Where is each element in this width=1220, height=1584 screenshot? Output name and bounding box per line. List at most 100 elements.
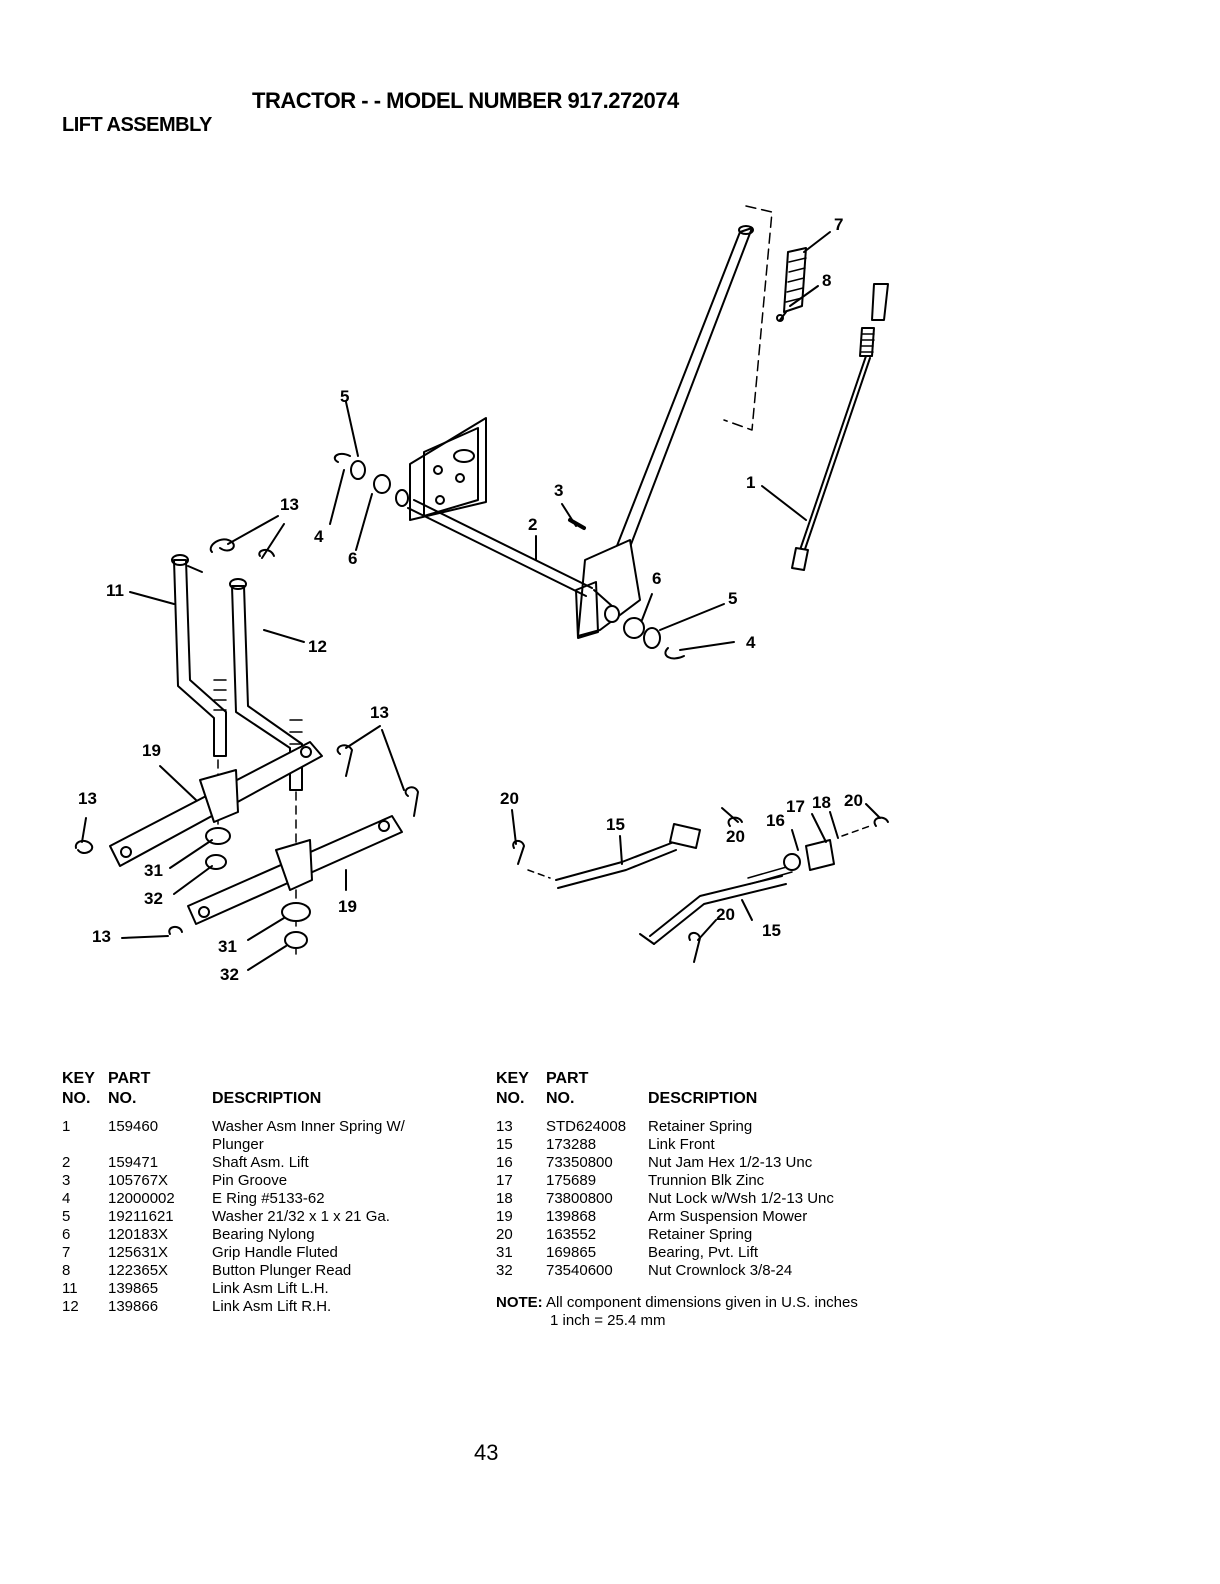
part-key: 13 [496,1118,513,1135]
callout-5: 5 [340,387,349,406]
col-key-header: KEY [62,1070,95,1087]
col-key-header-r2: NO. [496,1090,525,1107]
callout-13b: 13 [370,703,389,722]
arm-suspension-upper [109,741,323,867]
part-desc: Link Asm Lift R.H. [212,1298,332,1315]
part-row: 5 19211621 Washer 21/32 x 1 x 21 Ga. [62,1208,462,1226]
arm-suspension-lower [187,815,403,925]
callout-19: 19 [142,741,161,760]
part-desc: Washer Asm Inner Spring W/ [212,1118,405,1135]
part-key: 8 [62,1262,71,1279]
part-desc: Link Asm Lift L.H. [212,1280,329,1297]
part-key: 2 [62,1154,71,1171]
callout-32: 32 [144,889,163,908]
part-part: 173288 [546,1136,597,1153]
callout-15b: 15 [762,921,781,940]
callout-18: 18 [812,793,831,812]
col-desc-header: DESCRIPTION [212,1090,322,1107]
callout-labels: 7 8 5 1 13 4 6 3 2 6 5 11 12 4 13 19 13 … [78,215,863,984]
part-part: 169865 [546,1244,597,1261]
part-desc: Shaft Asm. Lift [212,1154,309,1171]
part-key: 17 [496,1172,513,1189]
callout-2: 2 [528,515,537,534]
part-part: 139866 [108,1298,159,1315]
callout-32b: 32 [220,965,239,984]
part-desc: Nut Crownlock 3/8-24 [648,1262,793,1279]
part-desc: Bearing Nylong [212,1226,315,1243]
lift-link-rh [229,578,303,791]
part-key: 5 [62,1208,71,1225]
col-part-header-r: PART [546,1070,589,1087]
part-part: 163552 [546,1226,597,1243]
col-key-header-2: NO. [62,1090,91,1107]
callout-3: 3 [554,481,563,500]
part-desc: Arm Suspension Mower [648,1208,808,1225]
part-part: 125631X [108,1244,169,1261]
part-key: 1 [62,1118,71,1135]
part-key: 6 [62,1226,71,1243]
part-key: 32 [496,1262,513,1279]
part-key: 7 [62,1244,71,1261]
part-part: 159471 [108,1154,159,1171]
part-desc: Pin Groove [212,1172,288,1189]
part-key: 3 [62,1172,71,1189]
note-label: NOTE: [496,1294,543,1311]
part-part: 175689 [546,1172,597,1189]
part-part: 19211621 [108,1208,174,1225]
col-part-header-2: NO. [108,1090,137,1107]
part-row: Plunger [62,1136,462,1154]
callout-6: 6 [348,549,357,568]
callout-5b: 5 [728,589,737,608]
part-desc: Bearing, Pvt. Lift [648,1244,759,1261]
note-line-1: All component dimensions given in U.S. i… [546,1294,858,1311]
part-key: 31 [496,1244,513,1261]
callout-15: 15 [606,815,625,834]
part-key: 12 [62,1298,79,1315]
callout-6b: 6 [652,569,661,588]
part-desc: Link Front [648,1136,715,1153]
part-part: STD624008 [546,1118,627,1135]
part-desc: Retainer Spring [648,1118,753,1135]
part-key: 20 [496,1226,513,1243]
part-row: 3 105767X Pin Groove [62,1172,462,1190]
part-row: 20 163552 Retainer Spring [496,1226,916,1244]
callout-11: 11 [106,581,124,600]
callout-16: 16 [766,811,785,830]
lift-shaft [395,489,613,607]
part-desc: Retainer Spring [648,1226,753,1243]
part-part: 12000002 [108,1190,175,1207]
section-title: LIFT ASSEMBLY [62,114,212,136]
callout-7: 7 [834,215,843,234]
part-row: 31 169865 Bearing, Pvt. Lift [496,1244,916,1262]
part-key: 4 [62,1190,71,1207]
note-line-2: 1 inch = 25.4 mm [550,1312,666,1329]
callout-13d: 13 [92,927,111,946]
plunger-rod [791,283,889,571]
callout-19b: 19 [338,897,357,916]
part-part: 139868 [546,1208,597,1225]
col-part-header-r2: NO. [546,1090,575,1107]
part-desc: E Ring #5133-62 [212,1190,325,1207]
callout-12: 12 [308,637,327,656]
callout-8: 8 [822,271,831,290]
part-desc: Washer 21/32 x 1 x 21 Ga. [212,1208,390,1225]
callout-20b: 20 [844,791,863,810]
callout-4b: 4 [746,633,756,652]
callout-13c: 13 [78,789,97,808]
part-part: 105767X [108,1172,169,1189]
link-front-lower [639,816,889,963]
callout-31b: 31 [218,937,237,956]
part-desc: Nut Jam Hex 1/2-13 Unc [648,1154,813,1171]
part-row: 12 139866 Link Asm Lift R.H. [62,1298,462,1316]
part-part: 139865 [108,1280,159,1297]
part-desc: Plunger [212,1136,264,1153]
grip-handle [776,247,807,322]
